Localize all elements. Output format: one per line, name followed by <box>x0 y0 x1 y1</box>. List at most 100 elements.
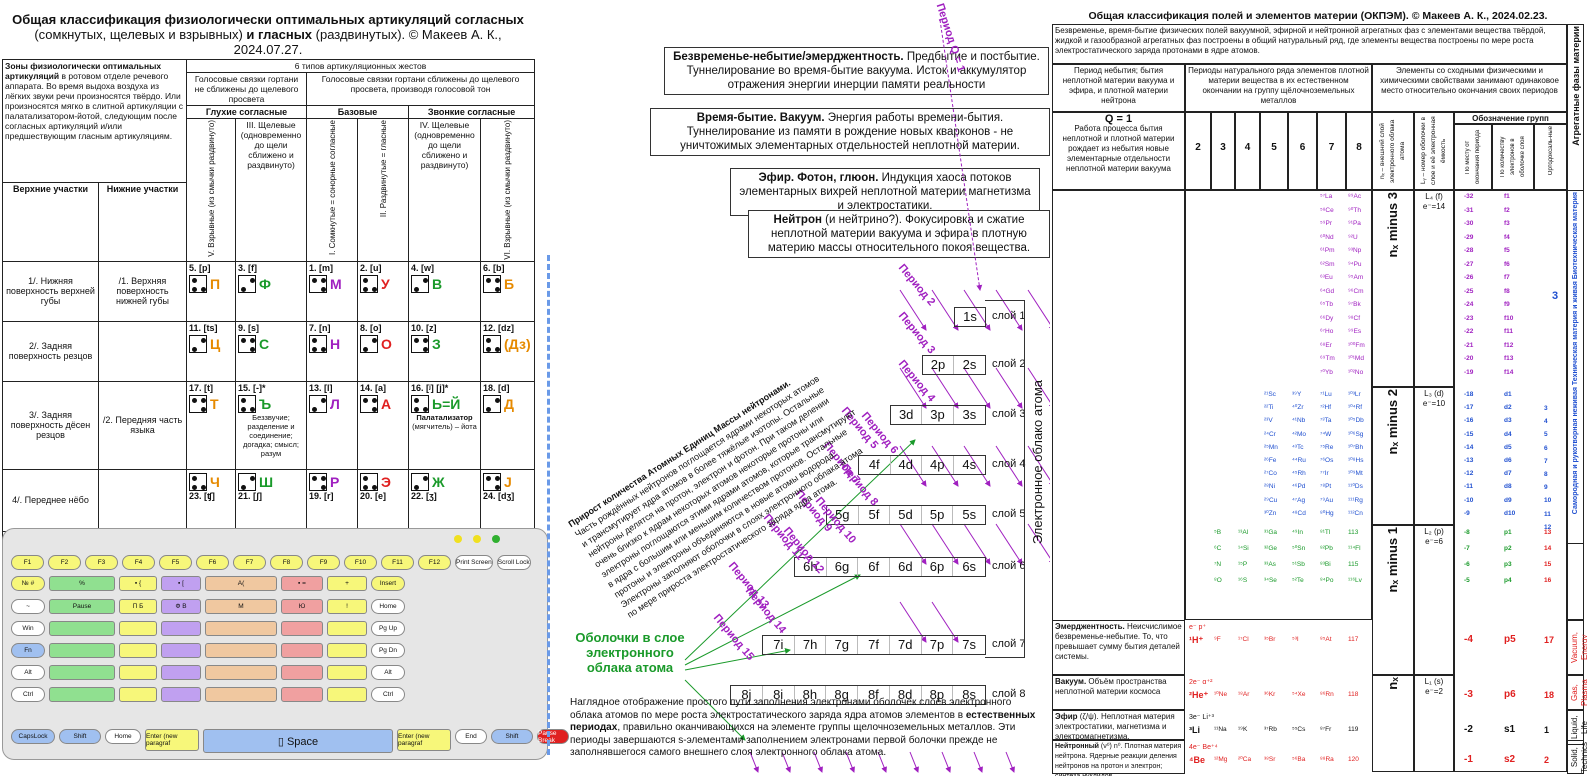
special-group-orth: 1 <box>1544 725 1550 735</box>
key-row6-last[interactable]: Alt <box>371 665 405 680</box>
key-row1-13[interactable]: Scroll Lock <box>496 555 531 570</box>
group-d: d1 <box>1504 391 1512 398</box>
key-block-row7-1[interactable] <box>119 687 157 702</box>
key-block-row5-2[interactable] <box>161 643 201 658</box>
ly-label-cell: Lᵧ – номер оболочки в слое и её электрон… <box>1414 112 1454 190</box>
key-block-row7-2[interactable] <box>161 687 201 702</box>
element-d: ¹¹¹Rg <box>1348 496 1363 504</box>
key-space[interactable]: ▯ Space <box>203 729 393 753</box>
key-row1-3[interactable]: F4 <box>122 555 155 570</box>
key-block-row2-1[interactable]: ▪ { <box>119 576 157 591</box>
cell-letter: У <box>381 275 390 292</box>
key-row1-6[interactable]: F7 <box>233 555 266 570</box>
key-row1-5[interactable]: F6 <box>196 555 229 570</box>
key-block-row3-4[interactable]: Ю <box>281 599 323 614</box>
group-f: f4 <box>1504 233 1510 241</box>
key-row1-10[interactable]: F11 <box>381 555 414 570</box>
key-block-row3-3[interactable]: М <box>205 599 277 614</box>
key-block-row6-4[interactable] <box>281 665 323 680</box>
key-enter-left[interactable]: Enter (new paragraf <box>145 729 199 751</box>
key-row1-8[interactable]: F9 <box>307 555 340 570</box>
key-row5-last[interactable]: Pg Dn <box>371 643 405 658</box>
element-p: ⁶C <box>1214 545 1222 552</box>
key-row5-0[interactable]: Fn <box>11 643 45 658</box>
arrow-line <box>1005 751 1015 773</box>
key-row7-last[interactable]: Ctrl <box>371 687 405 702</box>
key-block-row5-1[interactable] <box>119 643 157 658</box>
key-block-row3-1[interactable]: П Б <box>119 599 157 614</box>
key-end[interactable]: End <box>455 729 487 744</box>
key-block-row4-1[interactable] <box>119 621 157 636</box>
element-f: ⁵⁸Ce <box>1320 206 1334 214</box>
key-block-row6-1[interactable] <box>119 665 157 680</box>
element-p: ¹¹⁴Fl <box>1348 545 1361 552</box>
key-row1-12[interactable]: Print Screen <box>455 555 493 570</box>
key-home[interactable]: Home <box>105 729 141 744</box>
key-block-row6-3[interactable] <box>205 665 277 680</box>
key-block-row2-4[interactable]: ▪ = <box>281 576 323 591</box>
key-block-row5-0[interactable] <box>49 643 115 658</box>
key-block-row3-5[interactable]: ! <box>327 599 367 614</box>
key-row6-0[interactable]: Alt <box>11 665 45 680</box>
group-orth-d: 9 <box>1544 484 1548 492</box>
key-block-row7-5[interactable] <box>327 687 367 702</box>
key-block-row2-5[interactable]: + <box>327 576 367 591</box>
key-capslock[interactable]: CapsLock <box>11 729 55 744</box>
key-row1-2[interactable]: F3 <box>85 555 118 570</box>
orbital-cell: 5f <box>859 506 891 524</box>
key-enter-right[interactable]: Enter (new paragraf <box>397 729 451 751</box>
key-row1-9[interactable]: F10 <box>344 555 377 570</box>
element-f: ⁶⁸Er <box>1320 341 1332 349</box>
header-voiced: Звонкие согласные <box>407 105 536 119</box>
key-block-row4-5[interactable] <box>327 621 367 636</box>
special-row-element: ¹⁷Cl <box>1238 636 1249 643</box>
special-row-element: ⁸⁵At <box>1320 636 1332 643</box>
key-row1-0[interactable]: F1 <box>11 555 44 570</box>
key-block-row6-2[interactable] <box>161 665 201 680</box>
key-block-row2-2[interactable]: ▪ [ <box>161 576 201 591</box>
group-f: f1 <box>1504 193 1510 200</box>
key-row2-last[interactable]: Insert <box>371 576 405 591</box>
key-row3-last[interactable]: Home <box>371 599 405 614</box>
key-row3-0[interactable]: ~ <box>11 599 45 614</box>
key-block-row7-0[interactable] <box>49 687 115 702</box>
key-block-row3-2[interactable]: Ф В <box>161 599 201 614</box>
key-block-row4-2[interactable] <box>161 621 201 636</box>
key-block-row5-5[interactable] <box>327 643 367 658</box>
articulation-glyph-icon <box>483 394 501 413</box>
key-block-row3-0[interactable]: Pause <box>49 599 115 614</box>
key-block-row4-4[interactable] <box>281 621 323 636</box>
element-f: ⁶³Eu <box>1320 274 1333 281</box>
key-row4-0[interactable]: Win <box>11 621 45 636</box>
key-shift-left[interactable]: Shift <box>59 729 101 744</box>
cell-number: 9. [s] <box>238 322 260 333</box>
cell-letter: О <box>381 335 392 352</box>
group-p: p4 <box>1504 577 1512 584</box>
col-header-3: III. Щелевые (одновременно до щели сближ… <box>235 118 307 262</box>
key-block-row2-0[interactable]: % <box>49 576 115 591</box>
key-block-row5-4[interactable] <box>281 643 323 658</box>
special-group: p5 <box>1504 634 1516 645</box>
key-block-row4-3[interactable] <box>205 621 277 636</box>
nx0-cell: nₓ <box>1372 675 1414 772</box>
key-shift-right[interactable]: Shift <box>491 729 533 744</box>
arrow-line <box>973 751 983 773</box>
key-block-row6-0[interactable] <box>49 665 115 680</box>
key-row1-7[interactable]: F8 <box>270 555 303 570</box>
key-block-row6-5[interactable] <box>327 665 367 680</box>
key-row1-4[interactable]: F5 <box>159 555 192 570</box>
key-row7-0[interactable]: Ctrl <box>11 687 45 702</box>
key-row4-last[interactable]: Pg Up <box>371 621 405 636</box>
key-row1-11[interactable]: F12 <box>418 555 451 570</box>
key-block-row5-3[interactable] <box>205 643 277 658</box>
key-block-row7-4[interactable] <box>281 687 323 702</box>
key-row2-0[interactable]: № # <box>11 576 45 591</box>
key-row1-1[interactable]: F2 <box>48 555 81 570</box>
box-neutron: Нейтрон (и нейтрино?). Фокусировка и сжа… <box>748 210 1050 258</box>
element-f: ⁹³Np <box>1348 247 1362 254</box>
key-block-row7-3[interactable] <box>205 687 277 702</box>
cell-number: 12. [dz] <box>483 322 515 333</box>
key-block-row2-3[interactable]: A( <box>205 576 277 591</box>
key-block-row4-0[interactable] <box>49 621 115 636</box>
